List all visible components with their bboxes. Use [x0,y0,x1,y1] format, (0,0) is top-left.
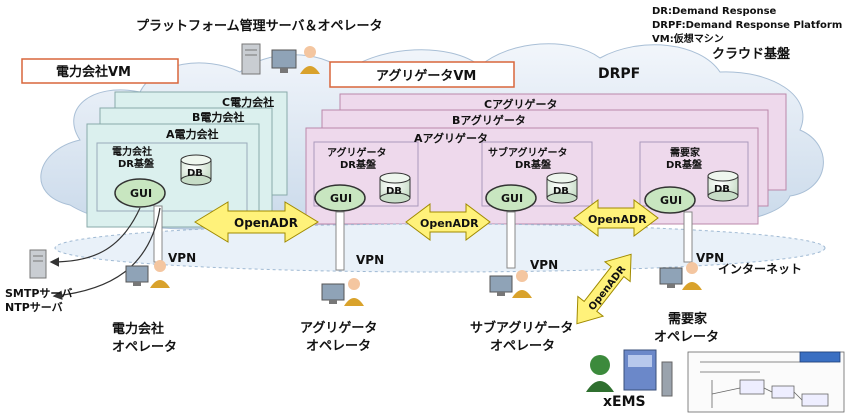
b-aggregator: Bアグリゲータ [452,113,526,127]
smtp-server-label: SMTPサーバ [5,287,72,300]
power-dr-base-label: 電力会社 DR基盤 [112,145,155,170]
cloud-base-label: クラウド基盤 [712,46,791,62]
aggregator-vm-label: アグリゲータVM [376,68,476,84]
cust-op-line2: オペレータ [654,330,719,345]
server-icon [241,43,261,75]
agg-base-line2: DR基盤 [340,158,377,171]
aggregator-operator-icon [321,278,364,306]
db-cylinder-power: DB [180,154,212,186]
legend: DR:Demand Response DRPF:Demand Response … [652,6,842,45]
agg-op-line2: オペレータ [306,339,371,354]
customer-dr-base-label: 需要家 DR基盤 [666,146,703,171]
c-aggregator: Cアグリゲータ [484,97,558,111]
db-cylinder-sub-aggregator: DB [546,172,578,204]
sub-base-line2: DR基盤 [515,158,552,171]
c-power-company: C電力会社 [222,95,274,109]
gui-node-customer: GUI [644,186,696,214]
aggregator-operator-label: アグリゲータ オペレータ [300,320,382,354]
platform-operator-label: プラットフォーム管理サーバ＆オペレータ [136,18,382,34]
vpn-label-power: VPN [168,251,196,265]
svg-text:OpenADR: OpenADR [420,217,479,230]
power-dr-base-line2: DR基盤 [118,157,155,170]
aggregator-stack [305,93,787,225]
power-dr-base-line1: 電力会社 [112,145,152,158]
power-op-line1: 電力会社 [112,321,164,337]
smtp-server-icon [29,249,47,279]
svg-text:GUI: GUI [660,194,682,207]
vpn-label-sub-aggregator: VPN [530,258,558,272]
a-aggregator: Aアグリゲータ [414,131,488,145]
svg-text:DB: DB [187,168,203,179]
power-op-line2: オペレータ [112,340,177,355]
sub-op-line2: オペレータ [490,339,555,354]
power-operator-label: 電力会社 オペレータ [112,321,177,355]
svg-text:DB: DB [386,186,402,197]
legend-dr: DR:Demand Response [652,6,777,17]
gui-node-power: GUI [114,178,166,208]
agg-op-line1: アグリゲータ [300,320,377,336]
xems-illustration [586,349,673,397]
svg-text:OpenADR: OpenADR [588,213,647,226]
customer-operator-label: 需要家 オペレータ [654,311,719,345]
internet-band [54,223,826,273]
svg-text:GUI: GUI [501,192,523,205]
monitor-icon [271,49,297,73]
sub-aggregator-operator-icon [489,270,532,298]
legend-vm: VM:仮想マシン [652,32,724,45]
openadr-arrow-2: OpenADR [405,203,491,241]
power-vm-label: 電力会社VM [56,64,131,80]
cust-op-line1: 需要家 [668,311,708,327]
svg-text:DB: DB [553,186,569,197]
cust-base-line2: DR基盤 [666,158,703,171]
gui-node-sub-aggregator: GUI [485,184,537,212]
gui-node-aggregator: GUI [314,184,366,212]
vpn-label-aggregator: VPN [356,253,384,267]
sub-aggregator-operator-label: サブアグリゲータ オペレータ [470,320,578,354]
sub-base-line1: サブアグリゲータ [488,146,568,159]
customer-operator-icon [659,262,702,290]
power-to-ntp-arrow [52,207,161,300]
sub-op-line1: サブアグリゲータ [470,320,573,336]
xems-label: xEMS [603,394,646,410]
b-power-company: B電力会社 [192,110,244,124]
svg-text:OpenADR: OpenADR [234,216,298,230]
openadr-arrow-3: OpenADR [573,199,659,237]
operator-person-icon [300,46,320,74]
drpf-label: DRPF [598,66,640,82]
aggregator-dr-base-label: アグリゲータ DR基盤 [327,146,390,171]
svg-text:DB: DB [714,184,730,195]
a-power-company: A電力会社 [166,127,219,141]
legend-drpf: DRPF:Demand Response Platform [652,20,842,31]
power-to-smtp-arrow [49,207,141,267]
ntp-server-label: NTPサーバ [5,301,63,314]
internet-label: インターネット [718,262,802,276]
db-cylinder-customer: DB [707,170,739,202]
svg-text:GUI: GUI [330,192,352,205]
power-operator-icon [125,260,170,288]
sub-aggregator-dr-base-label: サブアグリゲータ DR基盤 [488,146,571,171]
svg-text:GUI: GUI [130,187,152,200]
cust-base-line1: 需要家 [670,146,701,159]
agg-base-line1: アグリゲータ [327,146,387,159]
db-cylinder-aggregator: DB [379,172,411,204]
xems-system-diagram [687,351,845,413]
vpn-label-customer: VPN [696,251,724,265]
openadr-arrow-1: OpenADR [194,201,319,243]
